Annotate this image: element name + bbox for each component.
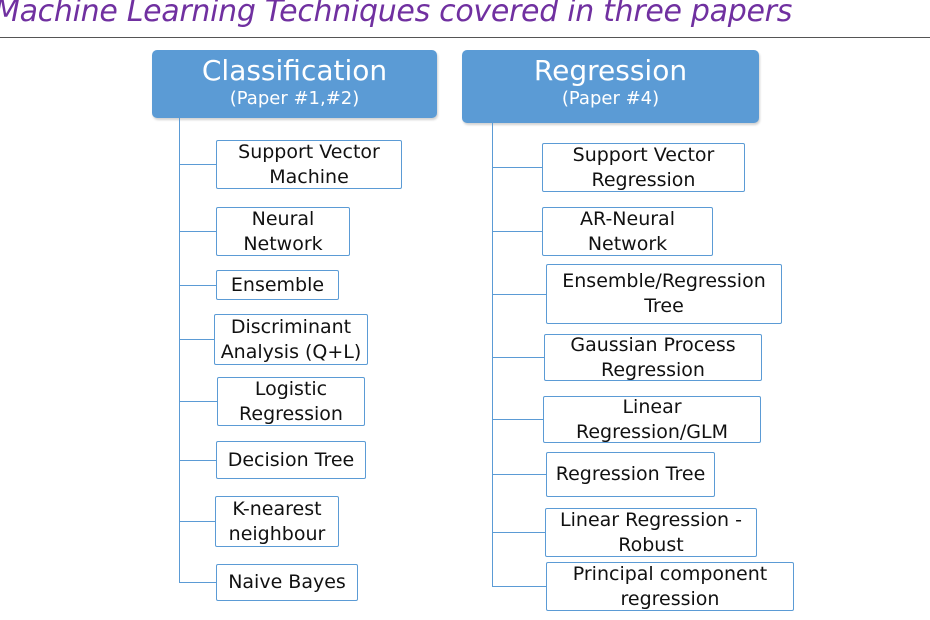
- regression-branch: [492, 586, 546, 587]
- regression-item-ensemble-regression-tree: Ensemble/Regression Tree: [546, 264, 782, 324]
- classification-branch: [179, 460, 216, 461]
- title-divider: [0, 37, 930, 38]
- classification-branch: [179, 164, 216, 165]
- regression-item-linear-regression-robust: Linear Regression - Robust: [545, 508, 757, 557]
- regression-branch: [492, 532, 545, 533]
- classification-branch: [179, 582, 216, 583]
- classification-branch: [179, 401, 217, 402]
- page-title: Machine Learning Techniques covered in t…: [0, 0, 793, 29]
- classification-item-support-vector-machine: Support Vector Machine: [216, 140, 402, 189]
- regression-item-principal-component-regression: Principal component regression: [546, 562, 794, 611]
- classification-branch: [179, 521, 215, 522]
- classification-item-ensemble: Ensemble: [216, 270, 339, 300]
- classification-header-subtitle: (Paper #1,#2): [229, 88, 360, 109]
- regression-trunk: [492, 123, 493, 586]
- classification-item-k-nearest-neighbour: K-nearest neighbour: [215, 496, 339, 547]
- classification-item-naive-bayes: Naive Bayes: [216, 564, 358, 601]
- classification-branch: [179, 231, 216, 232]
- regression-branch: [492, 231, 542, 232]
- regression-branch: [492, 419, 543, 420]
- regression-item-ar-neural-network: AR-Neural Network: [542, 207, 713, 256]
- classification-header: Classification (Paper #1,#2): [152, 50, 437, 118]
- classification-trunk: [179, 118, 180, 582]
- regression-item-gaussian-process-regression: Gaussian Process Regression: [544, 334, 762, 381]
- classification-item-neural-network: Neural Network: [216, 207, 350, 256]
- regression-item-regression-tree: Regression Tree: [546, 452, 715, 497]
- regression-item-linear-regression-glm: Linear Regression/GLM: [543, 396, 761, 443]
- regression-branch: [492, 294, 546, 295]
- classification-item-decision-tree: Decision Tree: [216, 441, 366, 479]
- regression-header: Regression (Paper #4): [462, 50, 759, 123]
- regression-branch: [492, 357, 544, 358]
- classification-branch: [179, 339, 214, 340]
- classification-item-discriminant-analysis: Discriminant Analysis (Q+L): [214, 314, 368, 365]
- regression-header-title: Regression: [533, 54, 688, 87]
- regression-header-subtitle: (Paper #4): [561, 88, 660, 109]
- classification-item-logistic-regression: Logistic Regression: [217, 377, 365, 426]
- classification-header-title: Classification: [201, 54, 388, 87]
- regression-branch: [492, 167, 542, 168]
- classification-branch: [179, 285, 216, 286]
- regression-branch: [492, 474, 546, 475]
- regression-item-support-vector-regression: Support Vector Regression: [542, 143, 745, 192]
